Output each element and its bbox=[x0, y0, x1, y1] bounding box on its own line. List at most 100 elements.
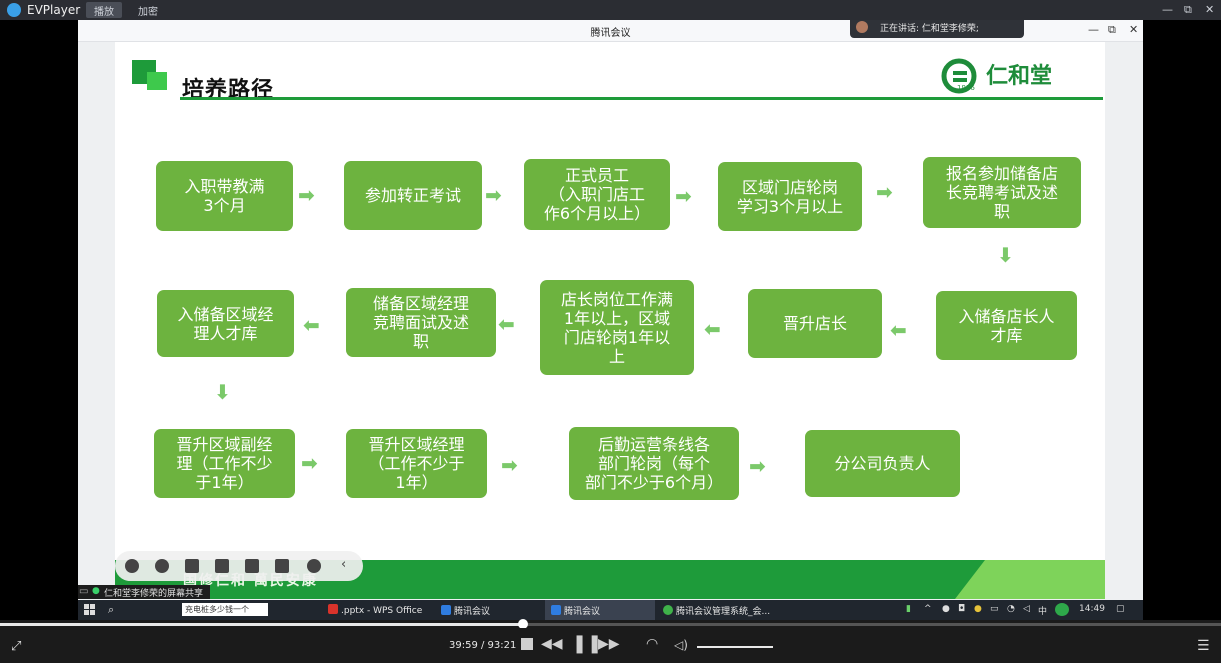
meeting-window: 腾讯会议 — ⧉ ✕ 正在讲话: 仁和堂李修荣; 培养路径 仁和堂 1916 入… bbox=[78, 20, 1143, 600]
step-box: 正式员工 （入职门店工 作6个月以上） bbox=[524, 159, 670, 230]
taskbar-app-wps[interactable]: .pptx - WPS Office bbox=[322, 600, 428, 620]
tray-app-icon[interactable]: ● bbox=[974, 604, 982, 614]
tray-badge-icon[interactable] bbox=[1055, 603, 1069, 616]
taskbar-app-browser[interactable]: 腾讯会议管理系统_会... bbox=[657, 600, 776, 620]
step-box: 晋升区域副经 理（工作不少 于1年） bbox=[154, 429, 295, 498]
step-box: 储备区域经理 竞聘面试及述 职 bbox=[346, 288, 496, 357]
wps-icon bbox=[328, 604, 338, 614]
shared-slide: 培养路径 仁和堂 1916 入职带教满 3个月 ➡ 参加转正考试 ➡ 正式员工 … bbox=[115, 42, 1105, 599]
minimize-button[interactable]: — bbox=[1162, 3, 1173, 16]
clock[interactable]: 14:49 bbox=[1079, 604, 1105, 614]
stop-button[interactable] bbox=[521, 638, 533, 650]
brand-emblem-icon bbox=[941, 58, 977, 94]
meeting-restore-button[interactable]: ⧉ bbox=[1108, 23, 1116, 36]
camera-icon[interactable] bbox=[245, 559, 259, 573]
power-icon[interactable]: ▭ bbox=[990, 604, 999, 614]
progress-handle[interactable] bbox=[517, 619, 528, 629]
arrow-right-icon: ➡ bbox=[301, 451, 318, 475]
microphone-icon: ● bbox=[92, 586, 100, 596]
notification-icon[interactable]: ▢ bbox=[1116, 604, 1125, 614]
volume-slider[interactable] bbox=[697, 646, 773, 648]
letterbox-left bbox=[0, 20, 78, 620]
microphone-tray-icon[interactable]: ● bbox=[942, 604, 950, 614]
tab-encrypt[interactable]: 加密 bbox=[138, 7, 158, 18]
tencent-meeting-icon bbox=[441, 605, 451, 615]
avatar bbox=[856, 21, 868, 33]
fast-forward-button[interactable]: ▶▶ bbox=[598, 636, 620, 652]
volume-icon[interactable]: ◁) bbox=[674, 638, 688, 652]
brand-name: 仁和堂 bbox=[986, 63, 1053, 89]
arrow-left-icon: ⬅ bbox=[890, 318, 907, 342]
taskbar-app-meeting-active[interactable]: 腾讯会议 bbox=[545, 600, 655, 620]
time-display: 39:59 / 93:21 bbox=[449, 640, 517, 651]
arrow-right-icon: ➡ bbox=[749, 454, 766, 478]
speed-icon[interactable]: ◠ bbox=[646, 636, 659, 652]
volume-tray-icon[interactable]: ◁ bbox=[1023, 604, 1030, 614]
volume-fill bbox=[697, 646, 773, 648]
show-hidden-icon[interactable]: ^ bbox=[924, 604, 932, 614]
arrow-left-icon: ⬅ bbox=[303, 313, 320, 337]
player-controls: ⤢ 39:59 / 93:21 ◀◀ ❚❚ ▶▶ ◠ ◁) ☰ bbox=[0, 628, 1221, 663]
rewind-button[interactable]: ◀◀ bbox=[541, 636, 563, 652]
speaker-indicator: 正在讲话: 仁和堂李修荣; bbox=[850, 20, 1024, 38]
arrow-down-icon: ⬇ bbox=[214, 380, 231, 404]
screen-share-indicator: ▭ ● 仁和堂李修荣的屏幕共享 bbox=[78, 585, 210, 599]
meeting-minimize-button[interactable]: — bbox=[1088, 23, 1099, 36]
tencent-meeting-icon bbox=[551, 605, 561, 615]
arrow-right-icon: ➡ bbox=[298, 183, 315, 207]
security-icon[interactable]: ◘ bbox=[958, 604, 966, 614]
step-box: 后勤运营条线各 部门轮岗（每个 部门不少于6个月） bbox=[569, 427, 739, 500]
pen-icon[interactable] bbox=[185, 559, 199, 573]
speaker-text: 正在讲话: 仁和堂李修荣; bbox=[880, 24, 979, 34]
restore-button[interactable]: ⧉ bbox=[1184, 3, 1192, 16]
share-label: 仁和堂李修荣的屏幕共享 bbox=[104, 589, 204, 599]
step-box: 入储备店长人 才库 bbox=[936, 291, 1077, 360]
slideshow-toolbar: ‹ bbox=[115, 551, 363, 581]
step-box: 报名参加储备店 长竞聘考试及述 职 bbox=[923, 157, 1081, 228]
brand-year: 1916 bbox=[957, 84, 975, 92]
taskbar-app-label: 腾讯会议 bbox=[454, 607, 491, 617]
step-box: 晋升区域经理 （工作不少于 1年） bbox=[346, 429, 487, 498]
close-button[interactable]: ✕ bbox=[1205, 3, 1215, 16]
arrow-left-icon: ⬅ bbox=[498, 312, 515, 336]
step-box: 入储备区域经 理人才库 bbox=[157, 290, 294, 357]
network-icon[interactable]: ◔ bbox=[1007, 604, 1015, 614]
tab-play[interactable]: 播放 bbox=[86, 2, 122, 18]
pause-button[interactable]: ❚❚ bbox=[572, 633, 603, 654]
app-title: EVPlayer bbox=[27, 3, 81, 17]
step-box: 分公司负责人 bbox=[805, 430, 960, 497]
title-underline bbox=[180, 97, 1103, 100]
windows-taskbar: ⌕ 充电桩多少钱一个 .pptx - WPS Office 腾讯会议 腾讯会议 … bbox=[78, 600, 1143, 620]
progress-fill bbox=[0, 623, 523, 626]
evplayer-logo-icon bbox=[7, 3, 21, 17]
fullscreen-icon[interactable]: ⤢ bbox=[11, 639, 22, 654]
windows-start-icon[interactable] bbox=[84, 604, 96, 616]
step-box: 店长岗位工作满 1年以上，区域 门店轮岗1年以 上 bbox=[540, 280, 694, 375]
taskbar-app-meeting[interactable]: 腾讯会议 bbox=[435, 600, 496, 620]
progress-bar[interactable] bbox=[0, 619, 1221, 629]
step-box: 区域门店轮岗 学习3个月以上 bbox=[718, 162, 862, 231]
taskbar-app-label: .pptx - WPS Office bbox=[341, 606, 423, 616]
collapse-icon[interactable]: ‹ bbox=[341, 557, 347, 572]
taskbar-app-label: 腾讯会议 bbox=[564, 607, 601, 617]
search-icon[interactable]: ⌕ bbox=[108, 603, 115, 616]
more-icon[interactable] bbox=[307, 559, 321, 573]
arrow-left-icon: ⬅ bbox=[704, 317, 721, 341]
step-box: 参加转正考试 bbox=[344, 161, 482, 230]
step-box: 入职带教满 3个月 bbox=[156, 161, 293, 231]
meeting-close-button[interactable]: ✕ bbox=[1129, 23, 1139, 36]
taskbar-search-input[interactable]: 充电桩多少钱一个 bbox=[182, 603, 268, 616]
screen-icon[interactable] bbox=[275, 559, 289, 573]
ime-icon[interactable]: 中 bbox=[1038, 607, 1048, 617]
battery-icon[interactable]: ▮ bbox=[906, 604, 911, 614]
next-slide-icon[interactable] bbox=[155, 559, 169, 573]
arrow-right-icon: ➡ bbox=[501, 453, 518, 477]
playlist-icon[interactable]: ☰ bbox=[1197, 638, 1210, 654]
title-decoration-light bbox=[147, 72, 167, 90]
view-icon[interactable] bbox=[215, 559, 229, 573]
prev-slide-icon[interactable] bbox=[125, 559, 139, 573]
footer-accent bbox=[955, 560, 1105, 599]
monitor-icon: ▭ bbox=[79, 586, 89, 597]
player-titlebar: EVPlayer 播放 加密 — ⧉ ✕ bbox=[0, 0, 1221, 20]
brand-logo: 仁和堂 1916 bbox=[939, 56, 1079, 96]
